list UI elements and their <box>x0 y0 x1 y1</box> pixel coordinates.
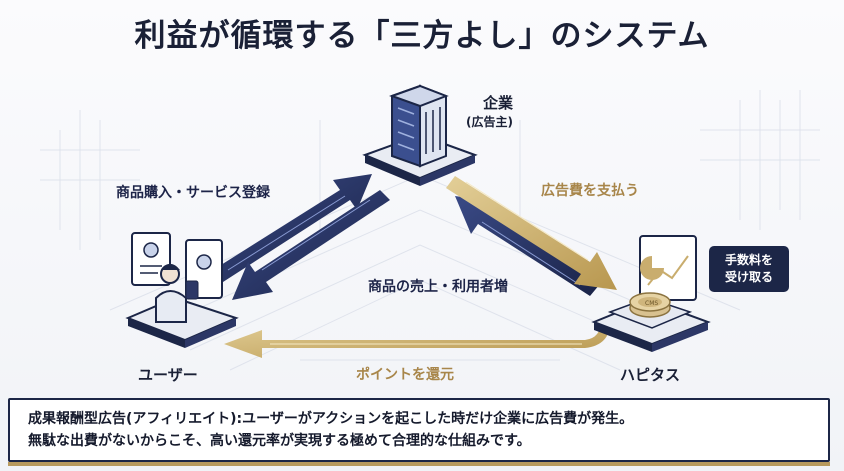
arrow-hapitas-company <box>455 196 600 296</box>
flow-ad-fee-label: 広告費を支払う <box>541 183 639 199</box>
page-title: 利益が循環する「三方よし」のシステム <box>134 18 710 54</box>
arrow-purchase <box>213 174 372 282</box>
footer-accent-bar <box>8 462 830 466</box>
fee-badge-line1: 手数料を <box>724 253 773 267</box>
user-person-icon <box>125 232 239 348</box>
flow-sales-label: 商品の売上・利用者増 <box>368 279 508 295</box>
explanation-box: 成果報酬型広告(アフィリエイト):ユーザーがアクションを起こした時だけ企業に広告… <box>8 398 830 466</box>
flow-points-label: ポイントを還元 <box>356 367 454 383</box>
hapitas-label: ハピタス <box>620 366 681 384</box>
explanation-line1: 成果報酬型広告(アフィリエイト):ユーザーがアクションを起こした時だけ企業に広告… <box>28 411 634 427</box>
hapitas-device-icon <box>591 235 711 352</box>
company-sub-label: (広告主) <box>466 115 513 129</box>
company-building-icon <box>362 84 478 186</box>
arrow-sales <box>232 190 390 300</box>
fee-badge-line2: 受け取る <box>724 270 773 284</box>
arrow-ad-fee <box>446 176 617 290</box>
arrow-points <box>224 318 611 358</box>
fee-badge: 手数料を 受け取る <box>709 246 789 292</box>
explanation-line2: 無駄な出費がないからこそ、高い還元率が実現する極めて合理的な仕組みです。 <box>28 433 531 449</box>
user-label: ユーザー <box>138 366 198 384</box>
flow-purchase-label: 商品購入・サービス登録 <box>116 185 270 201</box>
coin-label: CMS <box>645 300 658 307</box>
company-label: 企業 <box>483 94 514 112</box>
